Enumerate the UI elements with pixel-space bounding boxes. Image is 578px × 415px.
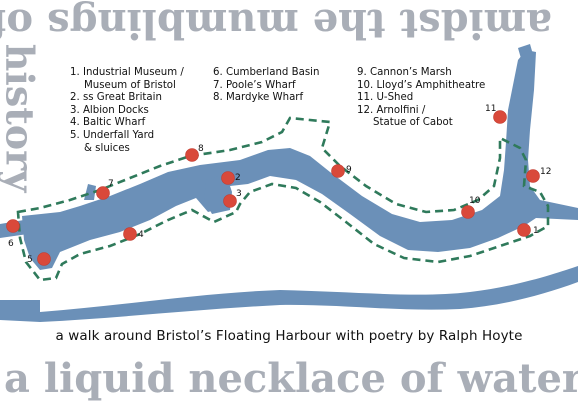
river-left-end [0, 300, 40, 322]
legend-item: 4. Baltic Wharf [70, 117, 146, 129]
legend-item: Museum of Bristol [84, 79, 176, 91]
legend-item: 1. Industrial Museum / [70, 67, 184, 78]
legend-item: 5. Underfall Yard [70, 129, 155, 141]
marker-label-9: 9 [346, 165, 352, 175]
legend-column-2: 6. Cumberland Basin 7. Poole’s Wharf 8. … [213, 67, 319, 105]
marker-label-5: 5 [27, 255, 33, 265]
marker-2[interactable] [221, 171, 235, 185]
poole-wharf-inlet [84, 184, 96, 200]
marker-3[interactable] [223, 194, 237, 208]
marker-10[interactable] [461, 205, 475, 219]
legend-item: 7. Poole’s Wharf [213, 79, 296, 91]
marker-1[interactable] [517, 223, 531, 237]
marker-label-6: 6 [8, 239, 14, 249]
legend-item: 10. Lloyd’s Amphitheatre [357, 79, 486, 91]
marker-label-2: 2 [235, 173, 241, 183]
marker-12[interactable] [526, 169, 540, 183]
legend-item: 3. Albion Docks [70, 104, 149, 116]
title-bottom: a liquid necklace of water [4, 355, 578, 402]
legend-column-1: 1. Industrial Museum / Museum of Bristol… [70, 67, 184, 155]
legend-item: 2. ss Great Britain [70, 92, 162, 104]
marker-label-7: 7 [108, 179, 114, 189]
u-shed-inlet [518, 44, 534, 62]
subtitle: a walk around Bristol’s Floating Harbour… [55, 328, 523, 344]
marker-6[interactable] [6, 219, 20, 233]
marker-label-1: 1 [533, 226, 539, 236]
markers [6, 110, 540, 266]
legend-item: Statue of Cabot [373, 117, 453, 129]
legend-column-3: 9. Cannon’s Marsh 10. Lloyd’s Amphitheat… [357, 67, 485, 130]
marker-5[interactable] [37, 252, 51, 266]
marker-label-12: 12 [540, 167, 551, 177]
marker-label-11: 11 [485, 104, 496, 114]
floating-harbour [22, 50, 578, 270]
marker-label-8: 8 [198, 144, 204, 154]
marker-8[interactable] [185, 148, 199, 162]
legend-item: 6. Cumberland Basin [213, 67, 320, 78]
marker-7[interactable] [96, 186, 110, 200]
legend-item: 12. Arnolfini / [357, 104, 426, 116]
marker-label-3: 3 [236, 189, 242, 199]
marker-label-10: 10 [469, 196, 481, 206]
legend-item: 11. U-Shed [357, 92, 414, 104]
river-avon [40, 266, 578, 322]
legend-item: 9. Cannon’s Marsh [357, 67, 452, 78]
walking-route [16, 116, 550, 282]
legend-item: 8. Mardyke Wharf [213, 92, 304, 104]
marker-label-4: 4 [138, 230, 144, 240]
marker-11[interactable] [493, 110, 507, 124]
marker-9[interactable] [331, 164, 345, 178]
legend-item: & sluices [84, 142, 130, 154]
marker-4[interactable] [123, 227, 137, 241]
